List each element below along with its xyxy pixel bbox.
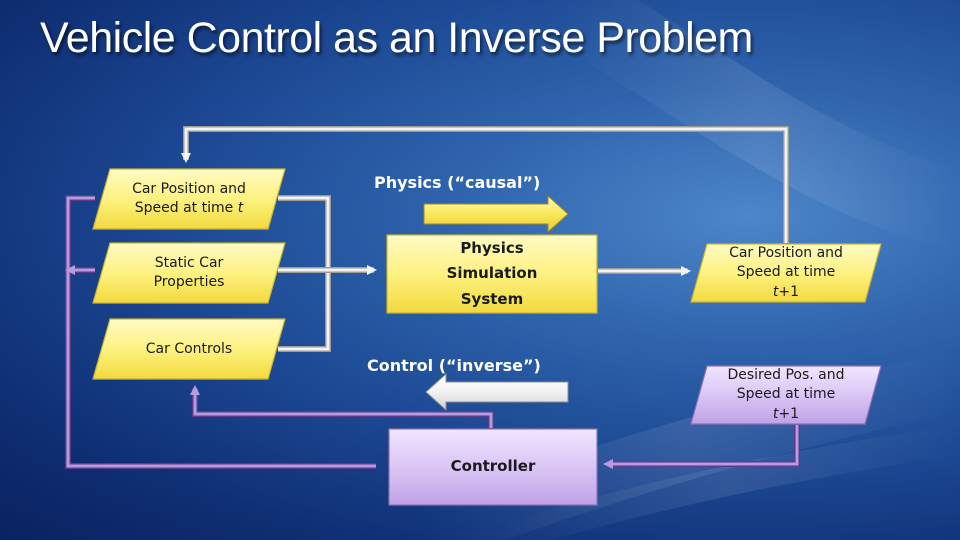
static-car-line1: Static Car bbox=[154, 255, 224, 272]
desired-time-suffix: +1 bbox=[778, 405, 800, 422]
state-to-controller-wire bbox=[68, 195, 376, 469]
controller-label: Controller bbox=[450, 457, 536, 476]
physics-line1: Physics bbox=[460, 238, 524, 257]
control-inverse-label: Control (“inverse”) bbox=[367, 356, 541, 375]
physics-causal-label: Physics (“causal”) bbox=[374, 173, 541, 192]
car-controls-label: Car Controls bbox=[145, 340, 233, 357]
physics-line3: System bbox=[460, 289, 524, 308]
parallelogram-shape bbox=[690, 365, 882, 425]
input-wires bbox=[278, 195, 377, 352]
desired-time-variable: t bbox=[772, 405, 779, 422]
rectangle-shape bbox=[388, 428, 598, 506]
rectangle-shape bbox=[386, 234, 598, 314]
desired-to-controller-wire bbox=[603, 425, 800, 469]
car-position-line2: Speed at time bbox=[134, 200, 238, 216]
parallelogram-shape bbox=[92, 318, 286, 380]
parallelogram-shape bbox=[690, 243, 882, 303]
physics-line2: Simulation bbox=[446, 264, 538, 283]
output-position-box: Car Position and Speed at time t+1 bbox=[690, 243, 882, 303]
output-line2: Speed at time bbox=[736, 264, 836, 281]
static-car-properties-box: Static Car Properties bbox=[92, 242, 286, 304]
parallelogram-shape bbox=[92, 168, 286, 230]
desired-line1: Desired Pos. and bbox=[727, 366, 845, 383]
feedback-wire bbox=[181, 126, 789, 243]
static-car-line2: Properties bbox=[153, 274, 225, 290]
controller-to-controls-wire bbox=[190, 385, 494, 428]
car-position-box: Car Position and Speed at time t bbox=[92, 168, 286, 230]
desired-position-box: Desired Pos. and Speed at time t+1 bbox=[690, 365, 882, 425]
output-time-variable: t bbox=[772, 283, 779, 300]
car-controls-box: Car Controls bbox=[92, 318, 286, 380]
causal-arrow bbox=[423, 194, 569, 234]
car-position-line1: Car Position and bbox=[132, 181, 246, 198]
time-variable: t bbox=[237, 200, 244, 216]
output-line1: Car Position and bbox=[729, 244, 843, 261]
inverse-arrow bbox=[425, 372, 569, 412]
physics-simulation-box: Physics Simulation System bbox=[386, 234, 598, 314]
parallelogram-shape bbox=[92, 242, 286, 304]
output-time-suffix: +1 bbox=[778, 283, 800, 300]
page-title: Vehicle Control as an Inverse Problem bbox=[40, 14, 753, 62]
controller-box: Controller bbox=[388, 428, 598, 506]
desired-line2: Speed at time bbox=[736, 386, 836, 403]
